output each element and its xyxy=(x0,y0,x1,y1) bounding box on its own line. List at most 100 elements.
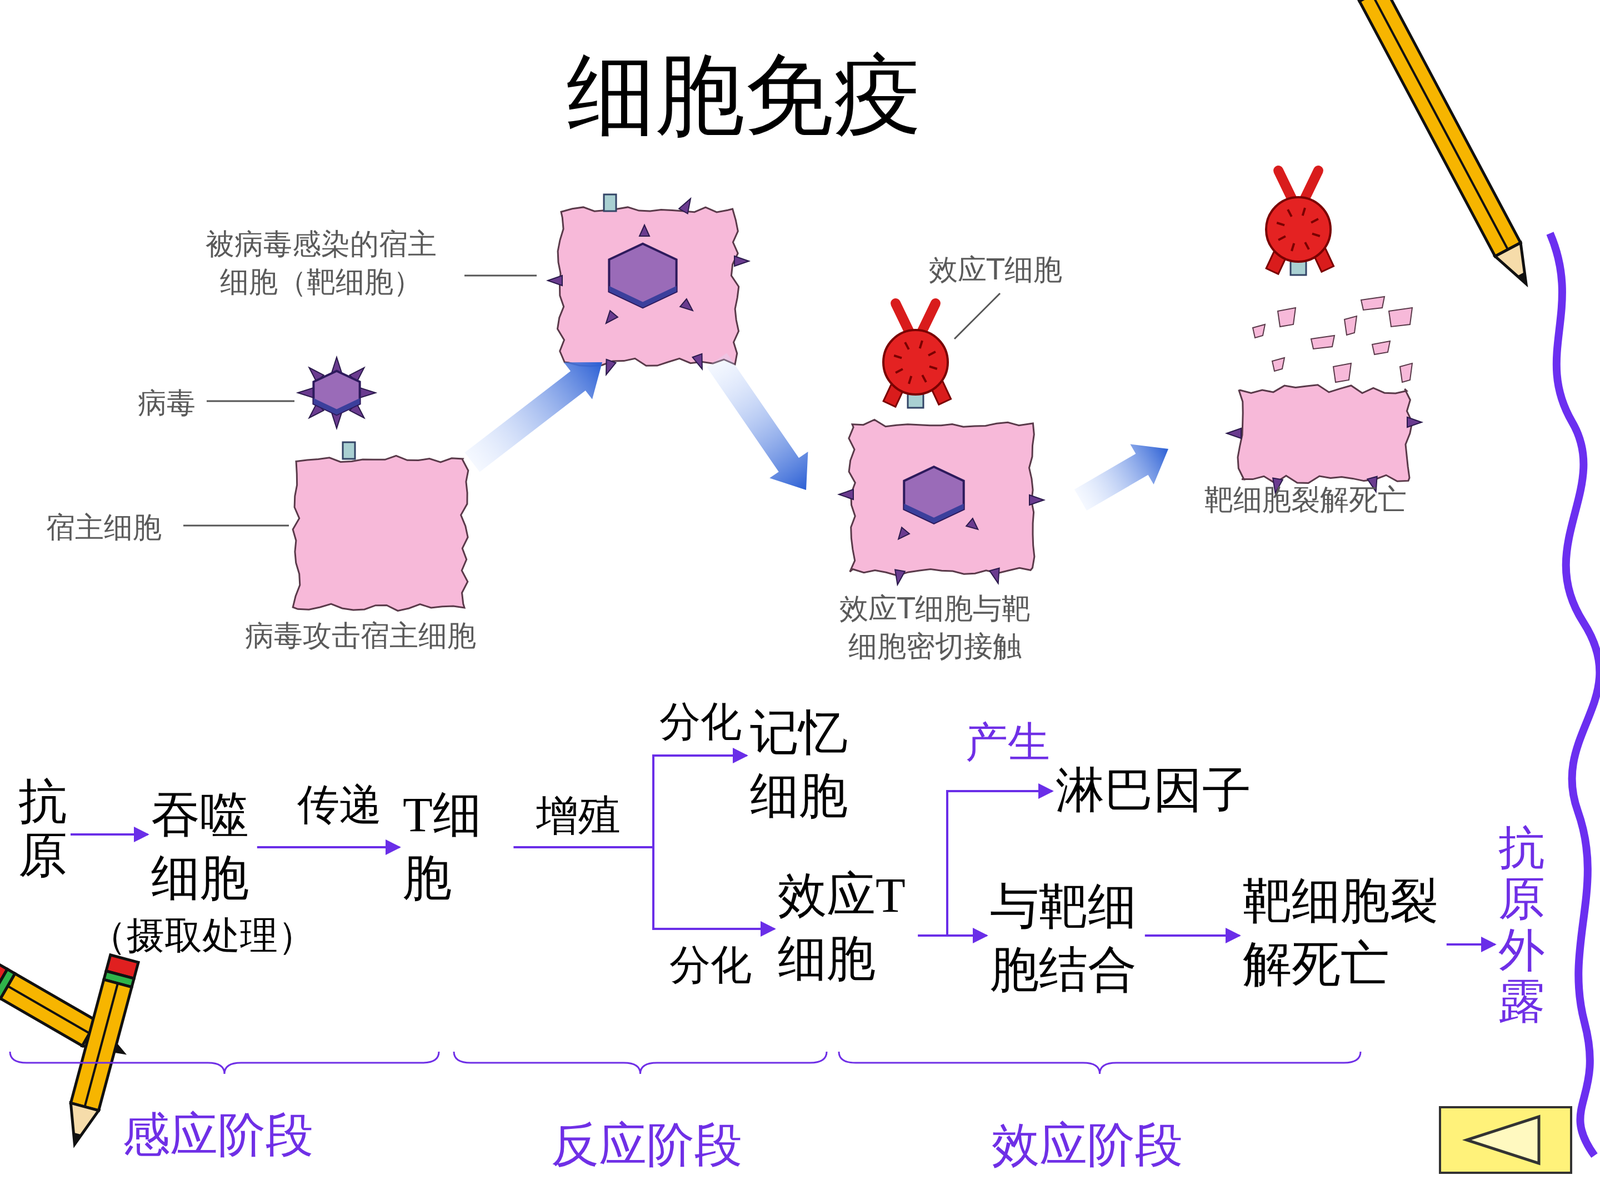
host-cell xyxy=(848,419,1035,576)
edge-label: 分化 xyxy=(668,944,753,986)
stage-brace xyxy=(838,1051,1361,1074)
t-cell-mark xyxy=(908,376,912,384)
edge-label: 传递 xyxy=(296,783,383,826)
virus-inside-cell-shade xyxy=(608,286,677,308)
edge-label: 产生 xyxy=(964,721,1052,764)
antigen-spike xyxy=(606,359,616,375)
t-cell-mark xyxy=(895,368,903,373)
process-arrow xyxy=(697,346,825,504)
leader-line xyxy=(206,400,295,403)
node-text: 与靶细胞结合 xyxy=(990,875,1142,1003)
callout-label: 病毒 xyxy=(137,384,196,423)
receptor xyxy=(603,194,617,212)
flow-arrow xyxy=(1145,934,1240,937)
lysed-cell xyxy=(1237,385,1413,484)
caption-label: 病毒攻击宿主细胞 xyxy=(245,617,477,655)
leader-line xyxy=(464,275,537,277)
t-cell-mark xyxy=(1312,233,1320,237)
flow-node: 抗原外露 xyxy=(1498,822,1545,1028)
pencil-tip xyxy=(1495,242,1539,291)
antigen-spike xyxy=(966,518,978,530)
stage-label: 反应阶段 xyxy=(551,1121,743,1169)
effector-t-cell xyxy=(883,330,948,395)
pencil-stripe xyxy=(7,986,90,1034)
virus-shade xyxy=(313,398,360,415)
flow-arrow xyxy=(1446,943,1495,946)
node-text: 抗原 xyxy=(18,775,68,883)
virus-inside-target-shade xyxy=(903,503,964,523)
cell-fragment xyxy=(1252,324,1265,338)
stage-brace xyxy=(453,1051,827,1074)
t-cell-mark xyxy=(1276,222,1285,225)
antigen-spike xyxy=(547,275,563,286)
flow-node: 吞噬细胞（摄取处理） xyxy=(151,783,254,911)
antigen-spike xyxy=(678,198,691,214)
t-cell-mark xyxy=(922,375,927,383)
cell-fragment xyxy=(1311,335,1335,349)
antigen-spike xyxy=(1226,428,1242,439)
virus-inside-cell xyxy=(608,243,677,308)
process-arrow xyxy=(1068,428,1180,521)
flow-arrow xyxy=(513,847,775,929)
flow-node: 淋巴因子 xyxy=(1055,763,1266,818)
stage-label: 效应阶段 xyxy=(991,1121,1183,1169)
cell-fragment xyxy=(1400,363,1413,383)
flow-node: 记忆细胞 xyxy=(750,701,853,829)
antigen-spike xyxy=(1407,417,1422,428)
cell-fragment xyxy=(1277,307,1296,327)
flow-arrow xyxy=(513,755,747,848)
process-label: 增殖 xyxy=(536,794,621,837)
node-text: 吞噬细胞 xyxy=(151,783,254,911)
process-arrow-shape xyxy=(697,346,825,504)
node-text: 效应T细胞 xyxy=(777,863,915,992)
t-cell-mark xyxy=(1291,243,1294,252)
t-cell-mark xyxy=(905,342,909,350)
host-cell xyxy=(292,455,469,611)
t-cell-mark xyxy=(893,355,902,358)
antigen-spike xyxy=(606,310,618,324)
pencil-decoration xyxy=(1347,0,1539,291)
callout-label: 被病毒感染的宿主细胞（靶细胞） xyxy=(203,225,438,301)
stage-label: 感应阶段 xyxy=(122,1111,314,1159)
node-note: （摄取处理） xyxy=(88,915,316,957)
process-arrow-shape xyxy=(1068,428,1180,521)
leader-line xyxy=(183,525,289,527)
host-cell xyxy=(557,207,739,367)
t-cell-mark xyxy=(1305,242,1309,250)
t-cell-mark xyxy=(1287,209,1292,217)
node-text: T细胞 xyxy=(402,783,511,911)
antigen-spike xyxy=(360,387,376,398)
t-cell-mark xyxy=(1302,207,1305,216)
antigen-spike xyxy=(680,298,693,311)
flow-arrow xyxy=(70,833,148,836)
page-title: 细胞免疫 xyxy=(566,51,923,140)
antigen-spike xyxy=(734,256,749,267)
effector-t-cell xyxy=(1266,197,1331,262)
stage-brace xyxy=(10,1051,439,1074)
pencil-body xyxy=(0,973,97,1046)
t-cell-mark xyxy=(928,351,936,356)
cell-fragment xyxy=(1344,316,1357,335)
antigen-spike xyxy=(1029,495,1044,505)
caption-label: 靶细胞裂解死亡 xyxy=(1204,481,1407,519)
t-cell-mark xyxy=(920,340,923,349)
cell-fragment xyxy=(1333,363,1352,383)
t-cell-mark xyxy=(1311,218,1319,223)
callout-label: 宿主细胞 xyxy=(46,508,162,547)
wavy-border xyxy=(1550,233,1600,1156)
antigen-spike xyxy=(898,527,910,539)
antigen-spike xyxy=(297,387,314,398)
flow-node: 抗原 xyxy=(18,775,68,883)
leader-line xyxy=(954,293,1000,339)
cell-fragment xyxy=(1372,341,1390,355)
t-cell-mark xyxy=(929,366,938,369)
callout-label: 效应T细胞 xyxy=(928,251,1063,289)
pencil-lead xyxy=(70,1132,83,1145)
receptor xyxy=(342,442,355,459)
pencil-body xyxy=(70,979,132,1111)
flow-node: 效应T细胞 xyxy=(777,863,915,992)
antigen-spike xyxy=(692,353,703,370)
pencil-tip xyxy=(60,1102,99,1148)
nav-triangle xyxy=(1466,1116,1539,1164)
